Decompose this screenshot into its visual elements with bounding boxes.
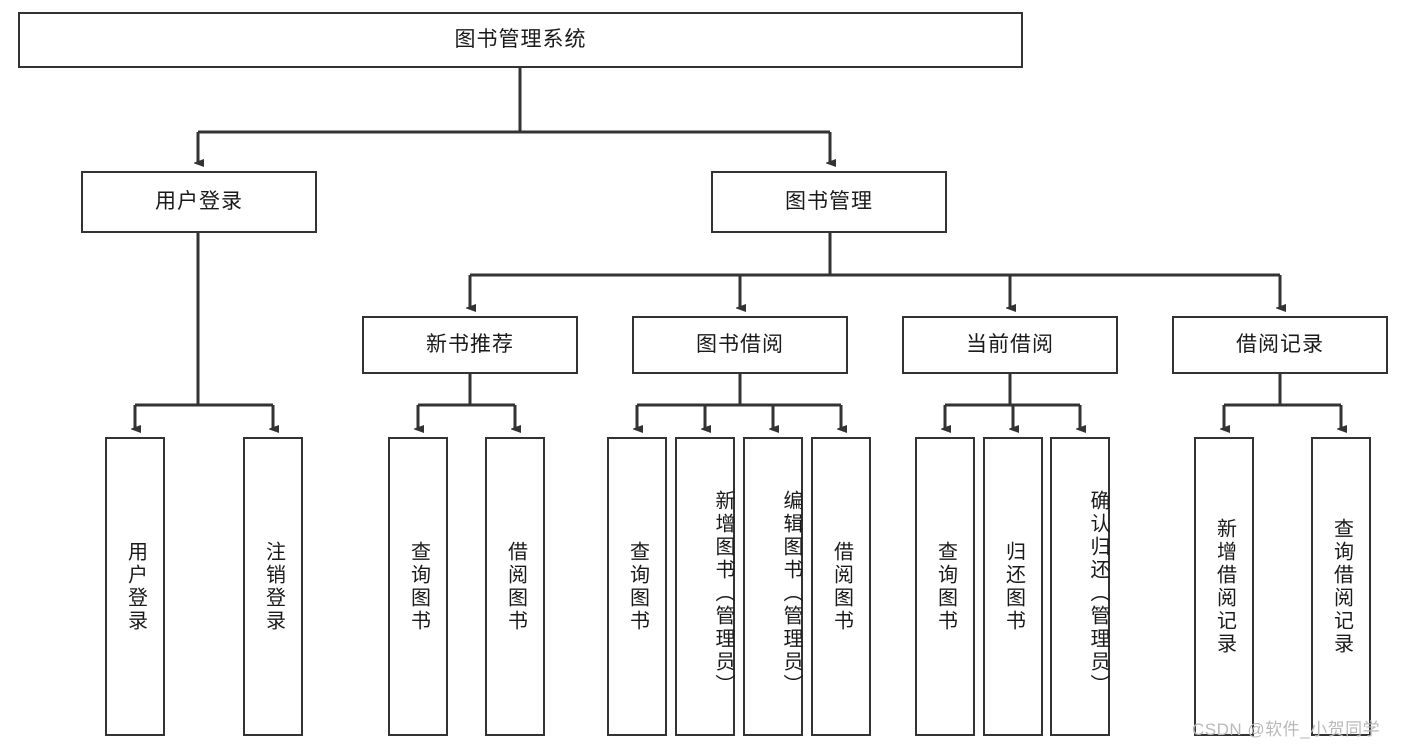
- node-new-book-recommend[interactable]: 新书推荐: [362, 316, 578, 374]
- node-leaf-query-book-3-label: 查询图书: [934, 540, 957, 633]
- node-leaf-confirm-return-label: 确认归还（管理员）: [1087, 490, 1109, 697]
- node-borrow-record[interactable]: 借阅记录: [1172, 316, 1388, 374]
- node-leaf-borrow-book-1[interactable]: 借阅图书: [485, 437, 545, 736]
- node-leaf-query-book-1-label: 查询图书: [407, 540, 430, 633]
- node-leaf-query-book-1[interactable]: 查询图书: [388, 437, 448, 736]
- node-leaf-query-book-2-label: 查询图书: [626, 540, 649, 633]
- node-root-label: 图书管理系统: [454, 27, 587, 51]
- node-leaf-logout[interactable]: 注销登录: [243, 437, 303, 736]
- node-user-login-label: 用户登录: [155, 189, 243, 213]
- node-new-book-recommend-label: 新书推荐: [426, 332, 514, 356]
- node-borrow-record-label: 借阅记录: [1236, 332, 1324, 356]
- node-book-manage[interactable]: 图书管理: [711, 171, 947, 233]
- node-book-borrow-label: 图书借阅: [696, 332, 784, 356]
- node-leaf-add-record[interactable]: 新增借阅记录: [1194, 437, 1254, 736]
- node-leaf-edit-book[interactable]: 编辑图书（管理员）: [743, 437, 803, 736]
- node-book-borrow[interactable]: 图书借阅: [632, 316, 848, 374]
- node-leaf-borrow-book-2-label: 借阅图书: [830, 540, 853, 633]
- node-leaf-user-login[interactable]: 用户登录: [105, 437, 165, 736]
- node-current-borrow[interactable]: 当前借阅: [902, 316, 1118, 374]
- node-root[interactable]: 图书管理系统: [18, 12, 1023, 68]
- node-leaf-borrow-book-2[interactable]: 借阅图书: [811, 437, 871, 736]
- node-leaf-edit-book-label: 编辑图书（管理员）: [780, 490, 802, 697]
- node-leaf-query-record-label: 查询借阅记录: [1330, 517, 1353, 656]
- node-leaf-borrow-book-1-label: 借阅图书: [504, 540, 527, 633]
- node-leaf-user-login-label: 用户登录: [124, 540, 147, 633]
- node-leaf-confirm-return[interactable]: 确认归还（管理员）: [1050, 437, 1110, 736]
- node-book-manage-label: 图书管理: [785, 189, 873, 213]
- node-current-borrow-label: 当前借阅: [966, 332, 1054, 356]
- csdn-watermark: CSDN @软件_小贺同学: [1192, 720, 1381, 739]
- node-leaf-query-record[interactable]: 查询借阅记录: [1311, 437, 1371, 736]
- node-leaf-add-book[interactable]: 新增图书（管理员）: [675, 437, 735, 736]
- node-leaf-return-book[interactable]: 归还图书: [983, 437, 1043, 736]
- node-leaf-logout-label: 注销登录: [262, 540, 285, 633]
- node-leaf-query-book-2[interactable]: 查询图书: [607, 437, 667, 736]
- node-leaf-query-book-3[interactable]: 查询图书: [915, 437, 975, 736]
- node-leaf-return-book-label: 归还图书: [1002, 540, 1025, 633]
- node-leaf-add-book-label: 新增图书（管理员）: [712, 490, 734, 697]
- node-user-login[interactable]: 用户登录: [81, 171, 317, 233]
- node-leaf-add-record-label: 新增借阅记录: [1213, 517, 1236, 656]
